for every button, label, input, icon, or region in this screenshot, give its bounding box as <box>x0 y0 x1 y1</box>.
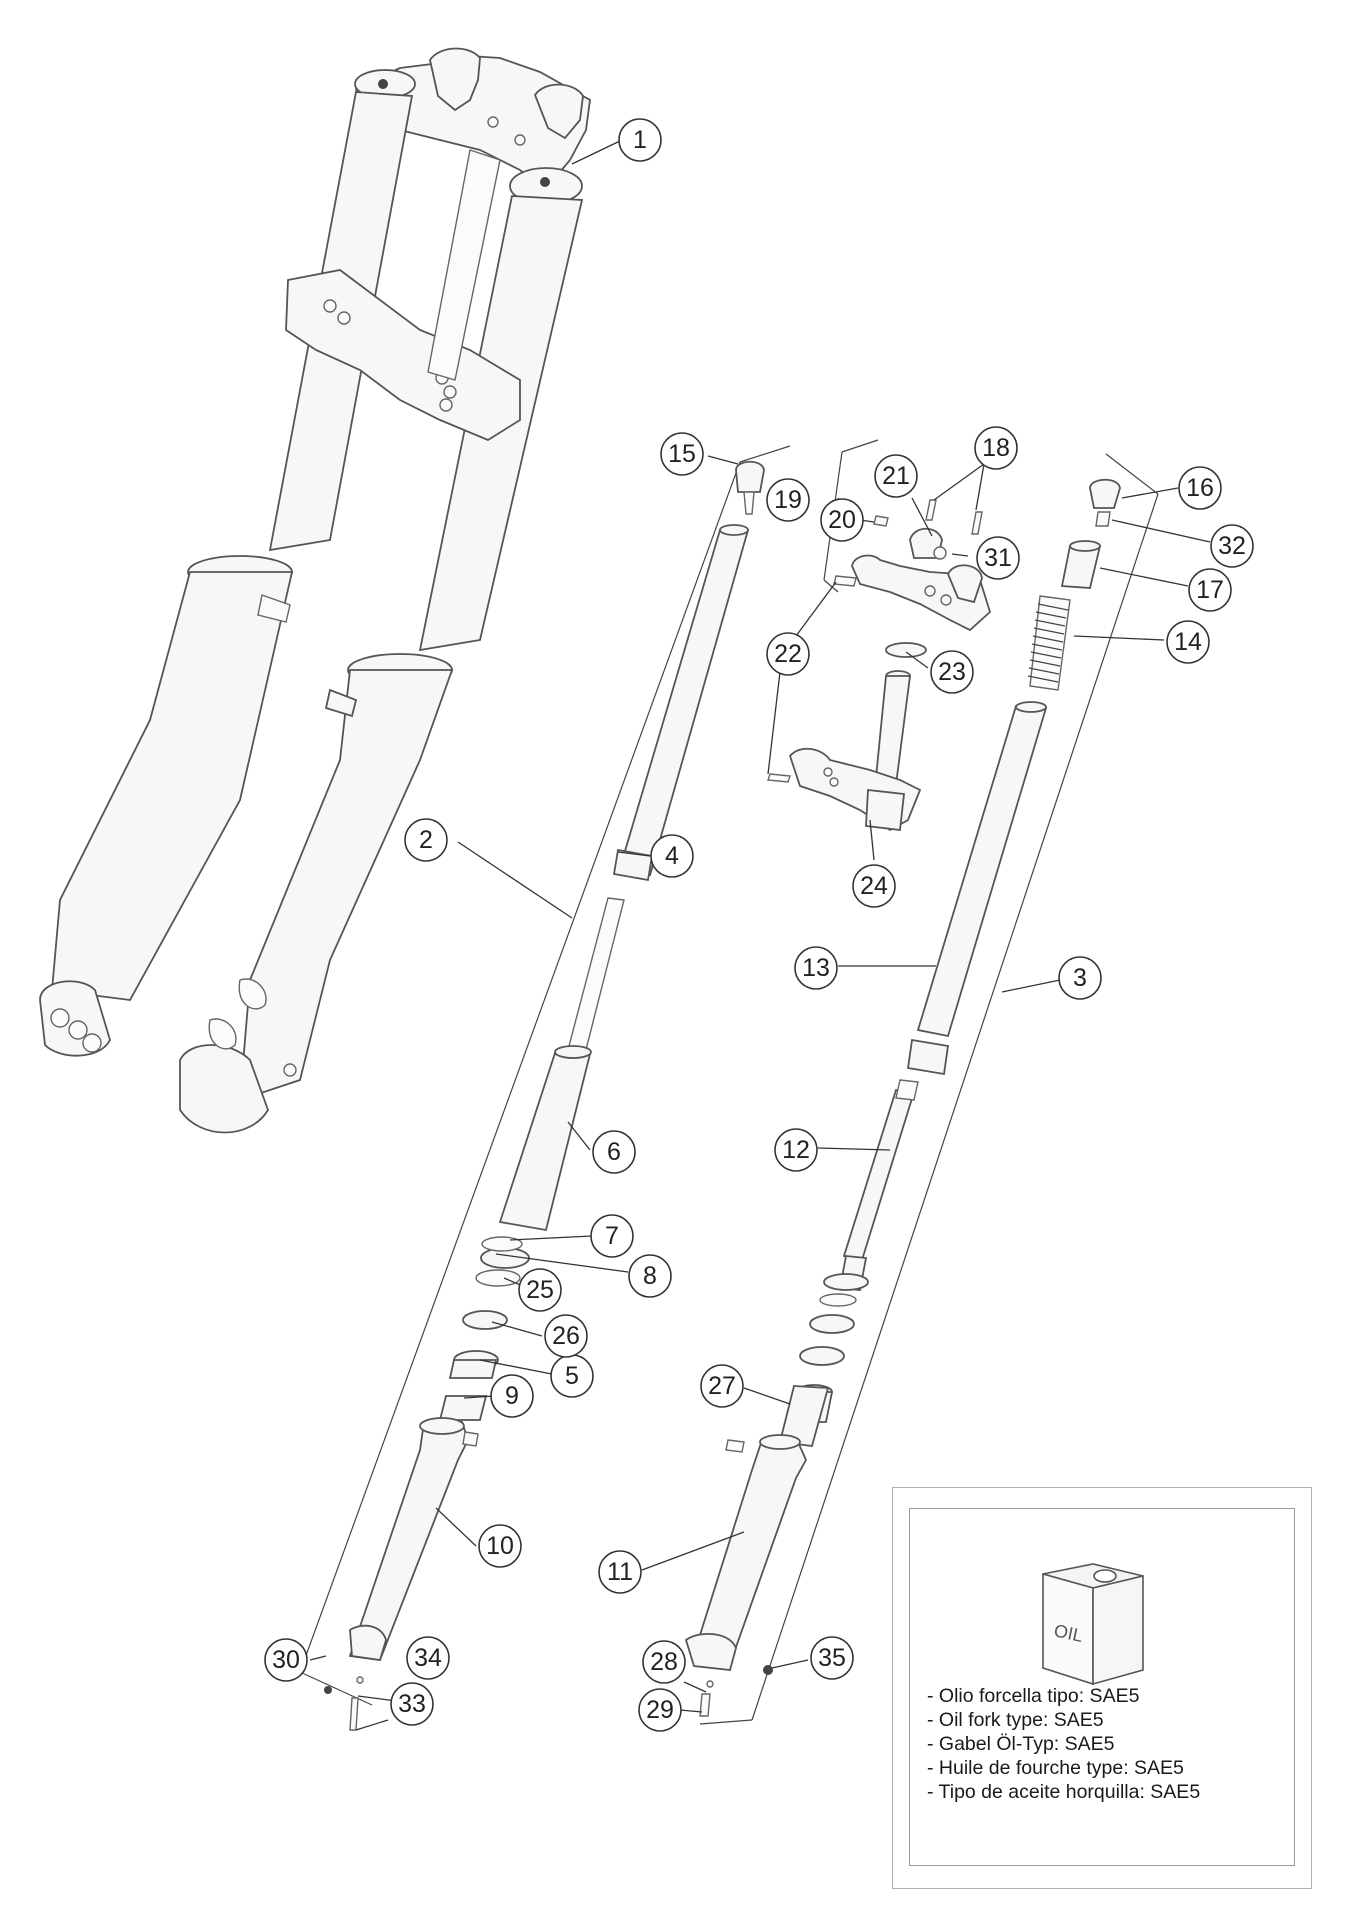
callout-21: 21 <box>874 454 918 498</box>
exploded-left-leg <box>299 445 791 1731</box>
callout-18: 18 <box>974 426 1018 470</box>
svg-text:6: 6 <box>607 1138 621 1166</box>
leader-lines <box>309 139 1211 1731</box>
callout-35: 35 <box>810 1636 854 1680</box>
callout-33: 33 <box>390 1682 434 1726</box>
svg-text:22: 22 <box>774 640 802 668</box>
oil-type-list: - Olio forcella tipo: SAE5 - Oil fork ty… <box>927 1684 1200 1804</box>
svg-text:23: 23 <box>938 658 966 686</box>
svg-text:32: 32 <box>1218 532 1246 560</box>
svg-text:34: 34 <box>414 1644 442 1672</box>
callout-34: 34 <box>406 1636 450 1680</box>
callout-11: 11 <box>598 1550 642 1594</box>
spring <box>1027 595 1071 691</box>
callout-22: 22 <box>766 632 810 676</box>
callout-2: 2 <box>404 818 448 862</box>
callout-5: 5 <box>550 1354 594 1398</box>
callout-23: 23 <box>930 650 974 694</box>
callout-15: 15 <box>660 432 704 476</box>
callout-10: 10 <box>478 1524 522 1568</box>
svg-text:16: 16 <box>1186 474 1214 502</box>
oil-can-icon: OIL <box>1042 1563 1144 1686</box>
oil-type-line-italian: - Olio forcella tipo: SAE5 <box>927 1685 1140 1707</box>
svg-text:9: 9 <box>505 1382 519 1410</box>
svg-text:3: 3 <box>1073 964 1087 992</box>
svg-text:28: 28 <box>650 1648 678 1676</box>
svg-text:2: 2 <box>419 826 433 854</box>
svg-text:14: 14 <box>1174 628 1202 656</box>
callout-25: 25 <box>518 1268 562 1312</box>
svg-text:35: 35 <box>818 1644 846 1672</box>
callout-27: 27 <box>700 1364 744 1408</box>
assembled-fork <box>39 47 591 1134</box>
callout-8: 8 <box>628 1254 672 1298</box>
callout-28: 28 <box>642 1640 686 1684</box>
callout-24: 24 <box>852 864 896 908</box>
callout-14: 14 <box>1166 620 1210 664</box>
oil-specification-box: OIL - Olio forcella tipo: SAE5 - Oil for… <box>892 1487 1312 1889</box>
svg-text:11: 11 <box>607 1558 633 1586</box>
svg-text:8: 8 <box>643 1262 657 1290</box>
callout-6: 6 <box>592 1130 636 1174</box>
callout-29: 29 <box>638 1688 682 1732</box>
oil-type-line-spanish: - Tipo de aceite horquilla: SAE5 <box>927 1781 1201 1803</box>
oil-type-line-french: - Huile de fourche type: SAE5 <box>927 1757 1184 1779</box>
svg-text:7: 7 <box>605 1222 619 1250</box>
svg-text:5: 5 <box>565 1362 579 1390</box>
exploded-right-leg <box>684 453 1159 1725</box>
oil-type-line-german: - Gabel Öl-Typ: SAE5 <box>927 1733 1115 1755</box>
callout-9: 9 <box>490 1374 534 1418</box>
svg-text:21: 21 <box>882 462 910 490</box>
callout-31: 31 <box>976 536 1020 580</box>
svg-text:1: 1 <box>633 126 647 154</box>
svg-text:12: 12 <box>782 1136 810 1164</box>
svg-text:31: 31 <box>984 544 1012 572</box>
svg-text:13: 13 <box>802 954 830 982</box>
oil-specification-frame <box>909 1508 1295 1866</box>
callout-12: 12 <box>774 1128 818 1172</box>
svg-text:4: 4 <box>665 842 679 870</box>
oil-type-line-english: - Oil fork type: SAE5 <box>927 1709 1104 1731</box>
callout-30: 30 <box>264 1638 308 1682</box>
svg-text:15: 15 <box>668 440 696 468</box>
svg-text:17: 17 <box>1196 576 1224 604</box>
svg-text:20: 20 <box>828 506 856 534</box>
callout-7: 7 <box>590 1214 634 1258</box>
callout-1: 1 <box>618 118 662 162</box>
steering-parts <box>767 439 992 832</box>
svg-text:24: 24 <box>860 872 888 900</box>
svg-text:27: 27 <box>708 1372 736 1400</box>
callout-4: 4 <box>650 834 694 878</box>
svg-text:19: 19 <box>774 486 802 514</box>
svg-text:18: 18 <box>982 434 1010 462</box>
svg-text:10: 10 <box>486 1532 514 1560</box>
callout-17: 17 <box>1188 568 1232 612</box>
callout-32: 32 <box>1210 524 1254 568</box>
svg-text:30: 30 <box>272 1646 300 1674</box>
callout-3: 3 <box>1058 956 1102 1000</box>
callout-13: 13 <box>794 946 838 990</box>
svg-text:29: 29 <box>646 1696 674 1724</box>
callout-20: 20 <box>820 498 864 542</box>
callout-16: 16 <box>1178 466 1222 510</box>
svg-text:26: 26 <box>552 1322 580 1350</box>
svg-text:25: 25 <box>526 1276 554 1304</box>
callout-26: 26 <box>544 1314 588 1358</box>
svg-text:33: 33 <box>398 1690 426 1718</box>
callout-19: 19 <box>766 478 810 522</box>
